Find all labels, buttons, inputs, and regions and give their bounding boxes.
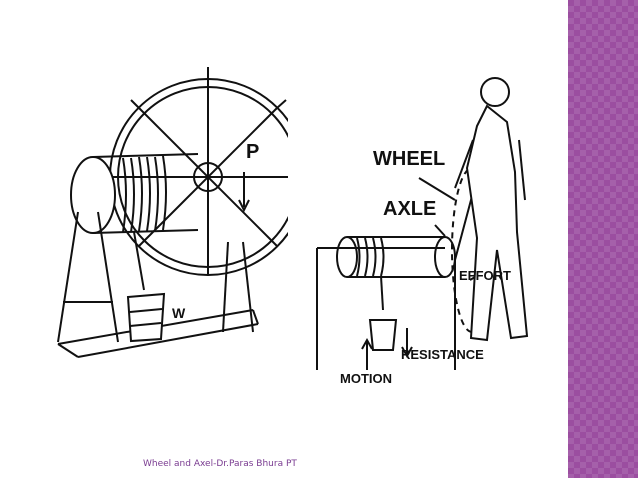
label-axle: AXLE xyxy=(383,198,436,220)
label-resistance: RESISTANCE xyxy=(401,347,484,362)
wheel-axle-diagram: WHEEL AXLE EFFORT RESISTANCE MOTION xyxy=(316,77,529,386)
windlass-illustration: P W xyxy=(57,67,288,358)
label-p: P xyxy=(246,141,259,163)
footer-credit: Wheel and Axel-Dr.Paras Bhura PT xyxy=(143,459,297,469)
label-motion: MOTION xyxy=(340,371,392,386)
label-wheel: WHEEL xyxy=(373,148,445,170)
label-effort: EFFORT xyxy=(459,268,511,283)
label-w: W xyxy=(172,305,186,321)
decorative-sidebar xyxy=(568,0,638,478)
